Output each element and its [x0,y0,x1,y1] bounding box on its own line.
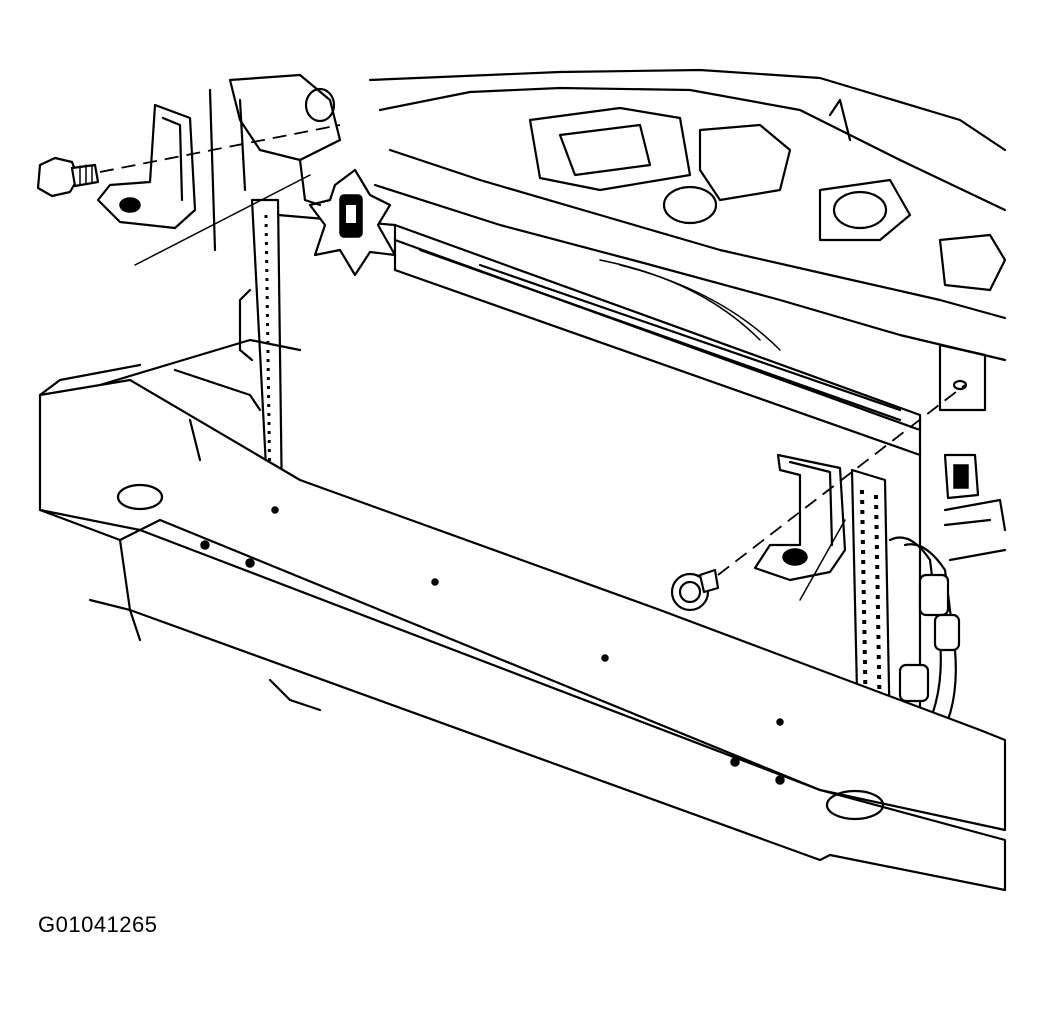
upper-radiator-support [208,68,1007,362]
right-upper-mount [938,343,987,500]
figure-id-label: G01041265 [38,912,158,937]
right-lower-bracket [753,453,847,582]
bumper-reinforcement-beam [38,338,1007,892]
alignment-dashed-lines [99,124,966,576]
right-bolt-icon [670,568,720,612]
left-bolt-icon [36,156,100,198]
left-upper-bracket [96,103,197,230]
callout-leader-lines [134,174,846,601]
left-upper-clip-callout [298,158,397,277]
